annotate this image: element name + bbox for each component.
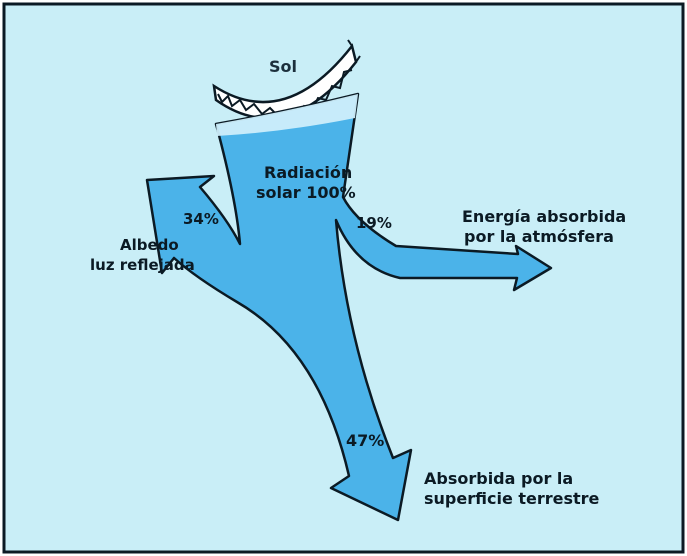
surface-percent: 47% (346, 431, 384, 450)
sun-label: Sol (269, 57, 297, 76)
reflected-light-label: luz reflejada (90, 256, 195, 274)
incoming-radiation-percent: solar 100% (256, 183, 356, 202)
atmosphere-percent: 19% (356, 214, 392, 232)
albedo-label: Albedo (120, 236, 179, 254)
reflected-percent: 34% (183, 210, 219, 228)
incoming-radiation-label: Radiación (264, 163, 352, 182)
atmosphere-absorbed-label: Energía absorbida (462, 207, 626, 226)
atmosphere-label: por la atmósfera (464, 227, 614, 246)
surface-absorbed-label: Absorbida por la (424, 469, 573, 488)
surface-label: superficie terrestre (424, 489, 600, 508)
